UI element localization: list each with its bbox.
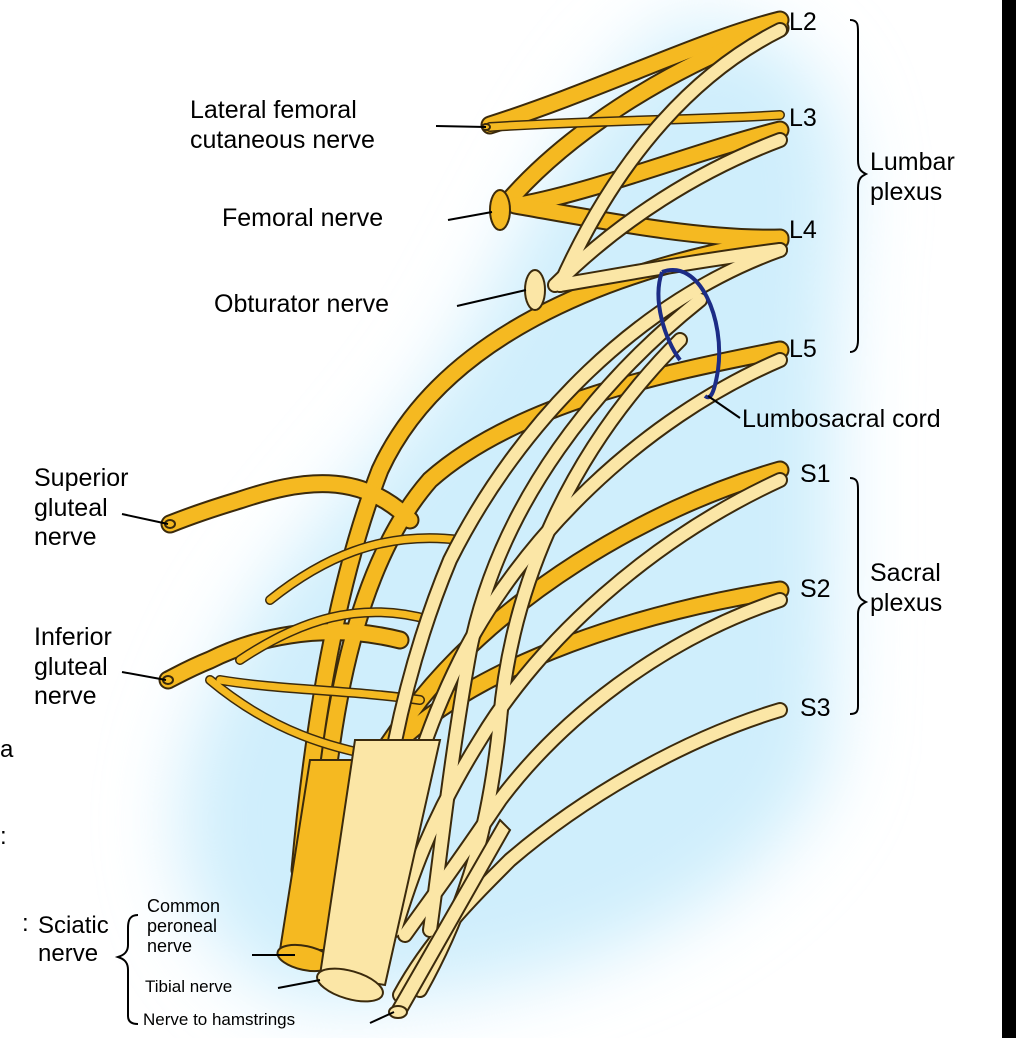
obturator-nerve-label: Obturator nerve — [214, 290, 389, 320]
lumbosacral-cord-label: Lumbosacral cord — [742, 405, 941, 435]
s2-label: S2 — [800, 575, 831, 605]
edge-fragment-colon-lower: : — [22, 910, 29, 938]
sciatic-nerve-label: Sciatic nerve — [38, 912, 109, 969]
lumbar-plexus-label: Lumbar plexus — [870, 148, 955, 207]
sacral-plexus-label: Sacral plexus — [870, 559, 942, 618]
l2-label: L2 — [789, 8, 817, 38]
nerve-to-hamstrings-label: Nerve to hamstrings — [143, 1010, 295, 1030]
femoral-nerve-label: Femoral nerve — [222, 204, 383, 234]
l5-label: L5 — [789, 335, 817, 365]
inferior-gluteal-nerve-label: Inferior gluteal nerve — [34, 623, 112, 712]
edge-fragment-a: a — [0, 736, 13, 764]
l3-label: L3 — [789, 104, 817, 134]
tibial-nerve-label: Tibial nerve — [145, 977, 232, 997]
s3-label: S3 — [800, 694, 831, 724]
superior-gluteal-nerve-label: Superior gluteal nerve — [34, 464, 129, 553]
l4-label: L4 — [789, 216, 817, 246]
lateral-femoral-cutaneous-nerve-label: Lateral femoral cutaneous nerve — [190, 96, 375, 155]
edge-fragment-colon-upper: : — [0, 823, 7, 851]
common-peroneal-nerve-label: Common peroneal nerve — [147, 896, 220, 956]
right-edge-bar — [1002, 0, 1016, 1038]
s1-label: S1 — [800, 460, 831, 490]
